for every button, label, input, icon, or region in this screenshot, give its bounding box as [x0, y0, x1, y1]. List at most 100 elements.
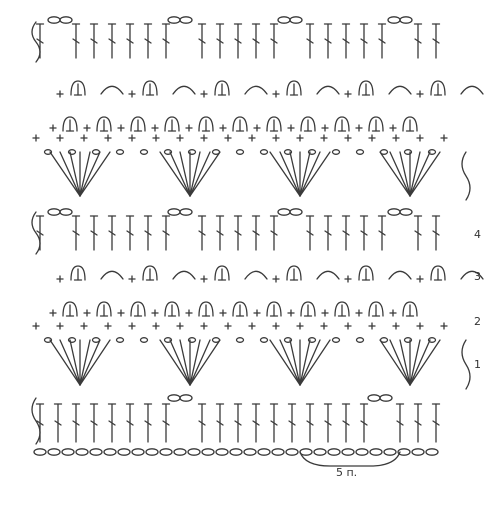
chain-arch-symbol: [172, 270, 196, 280]
fan-stitch-symbol: [189, 339, 211, 386]
puff-cluster-symbol: [70, 80, 86, 96]
puff-cluster-symbol: [96, 116, 112, 132]
fan-stitch-symbol: [49, 339, 81, 386]
double-crochet-bar: [198, 230, 206, 236]
double-crochet-bar: [126, 230, 134, 236]
fan-stitch-symbol: [79, 151, 91, 197]
turning-chain-symbol: [461, 339, 471, 390]
row-number-4: 4: [474, 228, 481, 241]
fan-stitch-symbol: [299, 339, 311, 386]
fan-stitch-symbol: [399, 339, 411, 386]
puff-cluster-symbol: [62, 301, 78, 317]
turning-chain-symbol: [31, 211, 41, 255]
chain-stitch-symbol: [173, 448, 187, 456]
puff-cluster-symbol: [300, 301, 316, 317]
double-crochet-bar: [252, 230, 260, 236]
chain-stitch-symbol: [115, 149, 125, 155]
chain-stitch-symbol: [355, 448, 369, 456]
repeat-bracket: [299, 451, 401, 467]
double-crochet-bar: [216, 38, 224, 44]
double-crochet-bar: [396, 420, 404, 426]
puff-cluster-symbol: [430, 265, 446, 281]
chain-stitch-symbol: [387, 208, 401, 216]
puff-cluster-symbol: [142, 80, 158, 96]
double-crochet-bar: [54, 420, 62, 426]
fan-stitch-symbol: [189, 339, 221, 386]
fan-stitch-symbol: [399, 151, 411, 197]
double-crochet-bar: [216, 420, 224, 426]
chain-stitch-symbol: [163, 337, 173, 343]
chain-stitch-symbol: [59, 16, 73, 24]
double-crochet-bar: [162, 38, 170, 44]
puff-cluster-symbol: [402, 301, 418, 317]
puff-cluster-symbol: [198, 116, 214, 132]
chain-arch-symbol: [100, 85, 124, 95]
double-crochet-bar: [324, 420, 332, 426]
chain-stitch-symbol: [187, 448, 201, 456]
chain-stitch-symbol: [289, 208, 303, 216]
chain-stitch-symbol: [179, 16, 193, 24]
chain-stitch-symbol: [235, 149, 245, 155]
double-crochet-bar: [432, 420, 440, 426]
chain-stitch-symbol: [167, 208, 181, 216]
chain-stitch-symbol: [411, 448, 425, 456]
chain-stitch-symbol: [167, 394, 181, 402]
puff-cluster-symbol: [164, 116, 180, 132]
fan-stitch-symbol: [189, 151, 201, 197]
puff-cluster-symbol: [130, 116, 146, 132]
double-crochet-bar: [36, 230, 44, 236]
chain-stitch-symbol: [403, 337, 413, 343]
chain-stitch-symbol: [179, 394, 193, 402]
chain-stitch-symbol: [283, 337, 293, 343]
chain-stitch-symbol: [43, 337, 53, 343]
puff-cluster-symbol: [402, 116, 418, 132]
chain-stitch-symbol: [387, 16, 401, 24]
double-crochet-bar: [306, 230, 314, 236]
chain-stitch-symbol: [243, 448, 257, 456]
puff-cluster-symbol: [286, 265, 302, 281]
fan-stitch-symbol: [299, 339, 321, 386]
chain-arch-symbol: [244, 85, 268, 95]
fan-stitch-symbol: [79, 151, 101, 197]
double-crochet-bar: [36, 420, 44, 426]
chain-stitch-symbol: [235, 337, 245, 343]
puff-cluster-symbol: [300, 116, 316, 132]
chain-stitch-symbol: [331, 337, 341, 343]
chain-stitch-symbol: [167, 16, 181, 24]
fan-stitch-symbol: [79, 339, 91, 386]
fan-stitch-symbol: [159, 151, 191, 197]
fan-stitch-symbol: [299, 151, 311, 197]
puff-cluster-symbol: [214, 80, 230, 96]
puff-cluster-symbol: [368, 116, 384, 132]
fan-stitch-symbol: [279, 151, 301, 197]
fan-stitch-symbol: [409, 151, 441, 197]
chain-arch-symbol: [316, 270, 340, 280]
puff-cluster-symbol: [232, 116, 248, 132]
puff-cluster-symbol: [70, 265, 86, 281]
double-crochet-bar: [126, 420, 134, 426]
double-crochet-bar: [72, 420, 80, 426]
double-crochet-bar: [342, 38, 350, 44]
fan-stitch-symbol: [189, 339, 201, 386]
chain-stitch-symbol: [67, 149, 77, 155]
puff-cluster-symbol: [430, 80, 446, 96]
double-crochet-bar: [360, 420, 368, 426]
chain-stitch-symbol: [331, 149, 341, 155]
fan-stitch-symbol: [189, 151, 221, 197]
double-crochet-bar: [234, 420, 242, 426]
chain-arch-symbol: [388, 270, 412, 280]
chain-stitch-symbol: [139, 149, 149, 155]
chain-stitch-symbol: [229, 448, 243, 456]
double-crochet-bar: [108, 420, 116, 426]
fan-stitch-symbol: [379, 151, 411, 197]
chain-stitch-symbol: [59, 208, 73, 216]
double-crochet-bar: [144, 230, 152, 236]
chain-arch-symbol: [460, 85, 484, 95]
fan-stitch-symbol: [59, 151, 81, 197]
double-crochet-bar: [270, 38, 278, 44]
double-crochet-bar: [378, 38, 386, 44]
fan-stitch-symbol: [289, 151, 301, 197]
chain-stitch-symbol: [399, 16, 413, 24]
turning-chain-symbol: [31, 397, 41, 445]
chain-stitch-symbol: [103, 448, 117, 456]
